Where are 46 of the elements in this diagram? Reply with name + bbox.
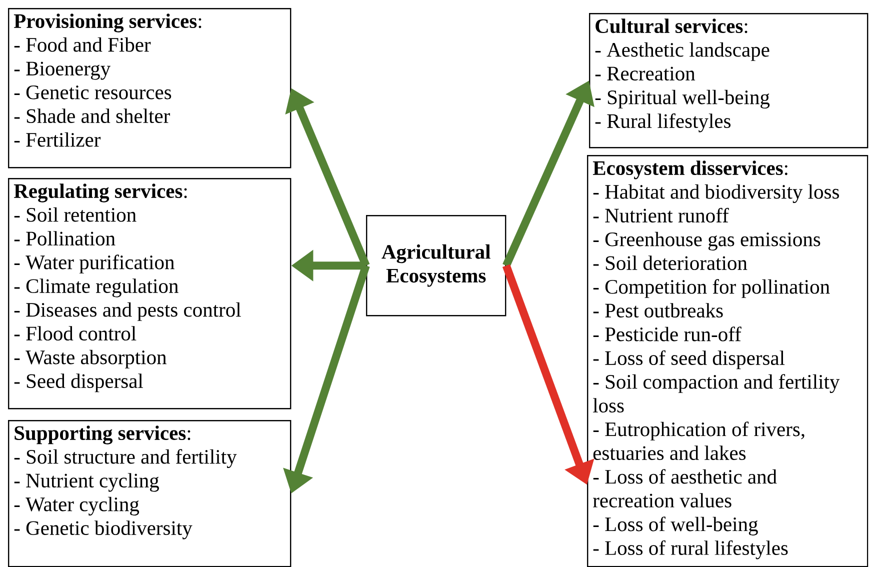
list-item: - Flood control: [14, 326, 136, 341]
list-item: - Eutrophication of rivers, estuaries and lakes: [593, 422, 804, 460]
service-box: [8, 8, 292, 168]
list-item: - Greenhouse gas emissions: [593, 232, 820, 250]
list-item: - Aesthetic landscape: [595, 42, 770, 61]
heading: Ecosystem disservices:: [592, 160, 788, 180]
list-item: - Soil retention: [14, 207, 136, 222]
list-item: - Pesticide run-off: [593, 326, 742, 342]
list-item: - Habitat and biodiversity loss: [593, 184, 839, 203]
list-item: - Bioenergy: [14, 62, 110, 80]
list-item: - Nutrient cycling: [14, 473, 159, 492]
center-label: Agricultural Ecosystems: [382, 244, 490, 287]
service-box: [8, 420, 292, 567]
list-item: - Soil deterioration: [593, 256, 748, 270]
heading: Supporting services:: [14, 426, 190, 444]
service-box: [587, 155, 868, 567]
list-item: - Soil structure and fertility: [14, 449, 237, 468]
heading: Provisioning services:: [14, 14, 202, 32]
list-item: - Loss of seed dispersal: [593, 350, 785, 370]
list-item: - Climate regulation: [14, 278, 178, 298]
center-box: [366, 215, 506, 316]
list-item: - Spiritual well-being: [595, 90, 770, 108]
heading: Cultural services:: [596, 18, 748, 34]
list-item: - Seed dispersal: [14, 374, 143, 392]
list-item: - Rural lifestyles: [595, 113, 730, 132]
list-item: - Pollination: [14, 231, 116, 246]
list-item: - Loss of aesthetic and recreation values: [593, 469, 777, 508]
list-item: - Diseases and pests control: [14, 302, 241, 321]
list-item: - Loss of rural lifestyles: [593, 540, 788, 560]
list-item: - Recreation: [595, 66, 696, 81]
list-item: - Nutrient runoff: [593, 208, 729, 223]
list-item: - Genetic resources: [14, 86, 172, 100]
list-item: - Fertilizer: [14, 132, 101, 147]
service-box: [8, 178, 292, 410]
heading: Regulating services:: [14, 184, 187, 202]
list-item: - Genetic biodiversity: [14, 520, 192, 540]
list-item: - Loss of well-being: [593, 516, 758, 536]
list-item: - Pest outbreaks: [593, 303, 723, 318]
service-box: [589, 13, 868, 148]
list-item: - Shade and shelter: [14, 108, 170, 124]
list-item: - Food and Fiber: [14, 37, 151, 52]
list-item: - Waste absorption: [14, 350, 166, 368]
list-item: - Water cycling: [14, 496, 140, 516]
list-item: - Competition for pollination: [593, 279, 830, 298]
list-item: - Water purification: [14, 254, 174, 274]
list-item: - Soil compaction and fertility loss: [593, 374, 840, 413]
